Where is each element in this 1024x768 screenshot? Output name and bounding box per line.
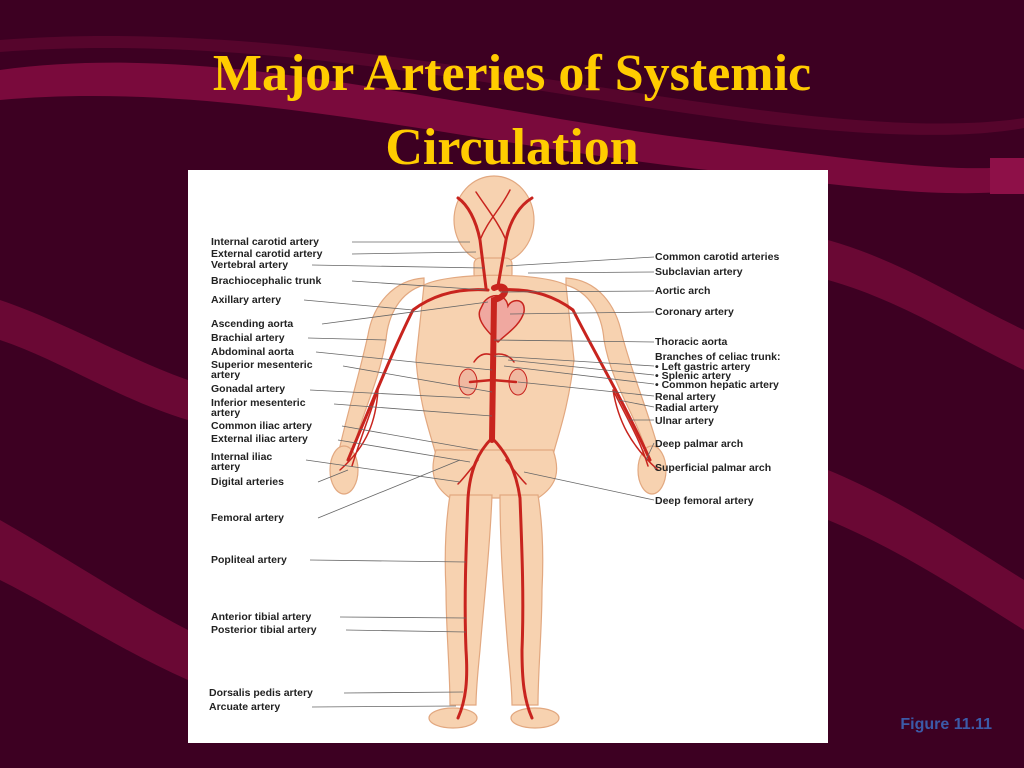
- label-dorsalis-pedis-artery: Dorsalis pedis artery: [209, 687, 313, 699]
- background-band-left: [0, 300, 188, 420]
- label-thoracic-aorta: Thoracic aorta: [655, 336, 728, 348]
- label-ascending-aorta: Ascending aorta: [211, 318, 294, 330]
- slide-title-line-1: Major Arteries of Systemic: [212, 45, 812, 102]
- label-coronary-artery: Coronary artery: [655, 306, 734, 318]
- body-illustration: [303, 175, 667, 729]
- label-splenic-artery: • Splenic artery: [655, 370, 732, 382]
- label-femoral-artery: Femoral artery: [211, 512, 284, 524]
- label-inferior-mesenteric-artery: Inferior mesenteric: [211, 397, 306, 409]
- label-axillary-artery: Axillary artery: [211, 294, 282, 306]
- label-ulnar-artery: Ulnar artery: [655, 415, 714, 427]
- iliac-right: [456, 436, 494, 720]
- label-common-iliac-artery: Common iliac artery: [211, 420, 312, 432]
- forearm-branches-right: [339, 389, 379, 471]
- label-left-gastric-artery: • Left gastric artery: [655, 361, 751, 373]
- label-brachiocephalic-trunk: Brachiocephalic trunk: [211, 275, 322, 287]
- figure-caption: Figure 11.11: [900, 716, 992, 733]
- label-superficial-palmar-arch: Superficial palmar arch: [655, 462, 772, 474]
- label-external-iliac-artery: External iliac artery: [211, 433, 308, 445]
- head: [453, 175, 535, 265]
- label-deep-palmar-arch: Deep palmar arch: [655, 438, 744, 450]
- label-internal-iliac-artery-line2: artery: [211, 461, 241, 473]
- right-foot: [428, 707, 478, 729]
- label-brachial-artery: Brachial artery: [211, 332, 285, 344]
- forearm-branches-left: [612, 389, 659, 471]
- right-hand: [329, 445, 359, 495]
- label-gonadal-artery: Gonadal artery: [211, 383, 286, 395]
- label-branches-of-celiac-trunk: Branches of celiac trunk:: [655, 351, 781, 363]
- background-accent-block: [990, 158, 1024, 194]
- label-vertebral-artery: Vertebral artery: [211, 259, 289, 271]
- slide-title-line-2: Circulation: [385, 119, 639, 176]
- label-anterior-tibial-artery: Anterior tibial artery: [211, 611, 312, 623]
- heart: [478, 294, 525, 344]
- pelvis: [432, 449, 558, 499]
- label-subclavian-artery: Subclavian artery: [655, 266, 743, 278]
- label-external-carotid-artery: External carotid artery: [211, 248, 323, 260]
- renal-arteries: [468, 378, 518, 384]
- label-popliteal-artery: Popliteal artery: [211, 554, 287, 566]
- left-foot: [510, 707, 560, 729]
- internal-iliac-branches: [457, 459, 527, 485]
- label-common-hepatic-artery: • Common hepatic artery: [655, 379, 779, 391]
- background-band-right: [828, 240, 1024, 370]
- label-digital-arteries: Digital arteries: [211, 476, 284, 488]
- label-internal-carotid-artery: Internal carotid artery: [211, 236, 319, 248]
- leader-lines: [303, 241, 657, 708]
- right-leg: [444, 494, 493, 706]
- label-deep-femoral-artery: Deep femoral artery: [655, 495, 754, 507]
- artery-figure: Internal carotid artery External carotid…: [188, 170, 828, 743]
- label-posterior-tibial-artery: Posterior tibial artery: [211, 624, 317, 636]
- label-aortic-arch: Aortic arch: [655, 285, 711, 297]
- background-band-right-lower: [828, 470, 1024, 630]
- body-silhouette: [329, 175, 667, 729]
- subclavian-right: [346, 288, 490, 462]
- label-renal-artery: Renal artery: [655, 391, 716, 403]
- left-arm: [565, 277, 661, 456]
- head-branches: [475, 189, 511, 241]
- background-band-left-lower: [0, 520, 188, 680]
- label-abdominal-aorta: Abdominal aorta: [211, 346, 294, 358]
- label-inferior-mesenteric-artery-line2: artery: [211, 407, 241, 419]
- background-band-top: [0, 62, 1024, 194]
- label-common-carotid-arteries: Common carotid arteries: [655, 251, 780, 263]
- label-superior-mesenteric-artery: Superior mesenteric: [211, 359, 313, 371]
- label-internal-iliac-artery: Internal iliac: [211, 451, 273, 463]
- label-arcuate-artery: Arcuate artery: [209, 701, 281, 713]
- label-superior-mesenteric-artery-line2: artery: [211, 369, 241, 381]
- label-radial-artery: Radial artery: [655, 402, 719, 414]
- background-band-top-thin: [0, 36, 1024, 135]
